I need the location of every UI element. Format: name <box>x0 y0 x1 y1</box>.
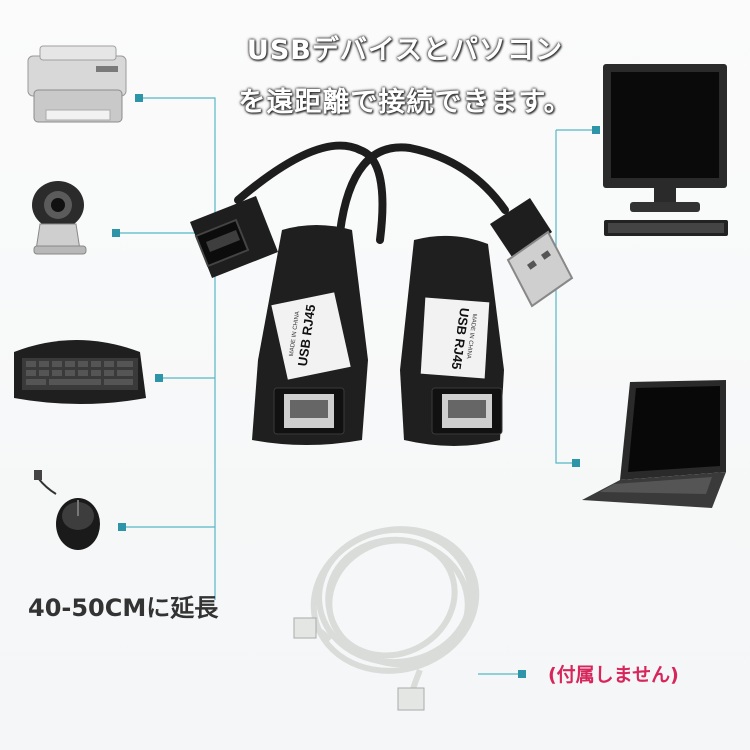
laptop-icon <box>582 380 726 508</box>
webcam-icon <box>32 181 87 255</box>
left-adapter <box>252 225 368 445</box>
usb-male-connector <box>490 198 574 308</box>
keyboard-icon <box>14 340 146 404</box>
cable-not-included-note: (付属しません) <box>548 664 679 686</box>
mouse-icon <box>34 470 100 550</box>
right-adapter <box>400 235 504 446</box>
left-connector-lines <box>112 94 216 600</box>
ethernet-cable-icon <box>299 526 480 701</box>
usb-female-connector <box>190 196 278 278</box>
usb-cables <box>234 141 509 244</box>
printer-icon <box>27 45 127 123</box>
monitor-icon <box>603 64 728 236</box>
right-connector-lines <box>478 126 600 678</box>
headline-line-1: USBデバイスとパソコン <box>246 35 564 66</box>
rj45-plug-icon <box>293 617 425 711</box>
headline-line-2: を遠距離で接続できます。 <box>238 87 572 118</box>
extension-length-label: 40-50CMに延長 <box>28 594 219 622</box>
